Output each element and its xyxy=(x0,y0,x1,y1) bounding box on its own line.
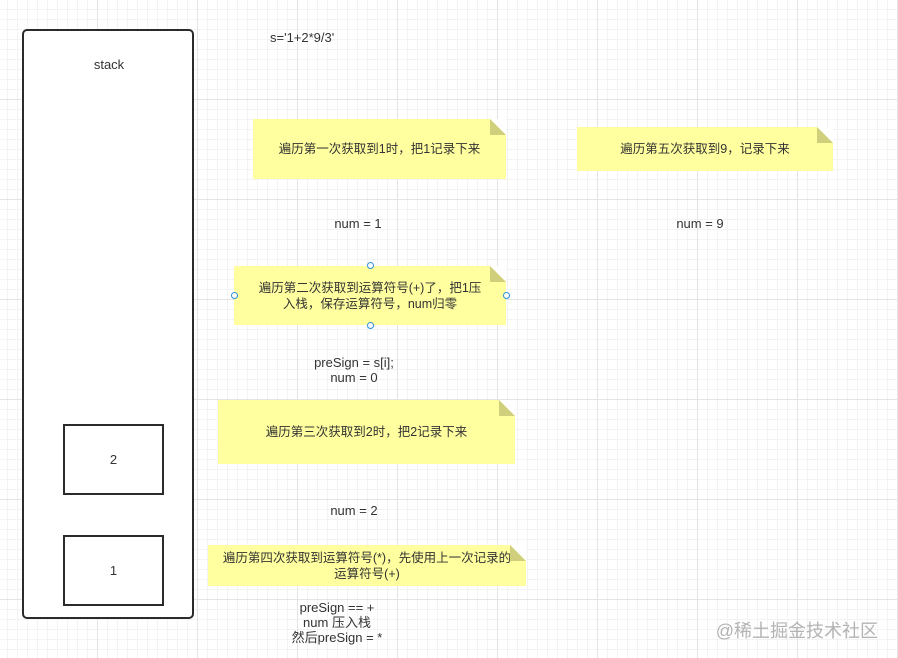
stack-cell-top[interactable]: 2 xyxy=(63,424,164,495)
label-push-step: preSign == + num 压入栈 然后preSign = * xyxy=(291,600,383,645)
expression-text: s='1+2*9/3' xyxy=(270,30,335,45)
note-fold-corner xyxy=(817,127,833,143)
note-fold-corner xyxy=(510,545,526,561)
selection-handle-top[interactable] xyxy=(367,262,374,269)
note-step-1-text: 遍历第一次获取到1时，把1记录下来 xyxy=(278,142,481,156)
note-step-5-text: 遍历第五次获取到9，记录下来 xyxy=(620,142,790,156)
note-step-1[interactable]: 遍历第一次获取到1时，把1记录下来 xyxy=(253,119,506,179)
selection-handle-right[interactable] xyxy=(503,292,510,299)
stack-title: stack xyxy=(93,57,125,72)
note-fold-corner xyxy=(499,400,515,416)
stack-container[interactable] xyxy=(22,29,194,619)
note-step-4[interactable]: 遍历第四次获取到运算符号(*)，先使用上一次记录的运算符号(+) xyxy=(208,545,526,586)
label-presign-step: preSign = s[i]; num = 0 xyxy=(314,355,394,385)
note-step-3-text: 遍历第三次获取到2时，把2记录下来 xyxy=(265,425,468,439)
watermark: @稀土掘金技术社区 xyxy=(715,621,878,641)
note-fold-corner xyxy=(490,119,506,135)
note-step-2-text: 遍历第二次获取到运算符号(+)了，把1压入栈，保存运算符号，num归零 xyxy=(258,280,482,311)
note-step-4-text: 遍历第四次获取到运算符号(*)，先使用上一次记录的运算符号(+) xyxy=(222,550,512,581)
note-step-2[interactable]: 遍历第二次获取到运算符号(+)了，把1压入栈，保存运算符号，num归零 xyxy=(234,266,506,325)
label-num-2: num = 2 xyxy=(330,503,378,518)
note-step-3[interactable]: 遍历第三次获取到2时，把2记录下来 xyxy=(218,400,515,464)
note-step-5[interactable]: 遍历第五次获取到9，记录下来 xyxy=(577,127,833,171)
stack-cell-bottom[interactable]: 1 xyxy=(63,535,164,606)
label-num-1: num = 1 xyxy=(334,216,382,231)
label-num-9: num = 9 xyxy=(676,216,724,231)
selection-handle-left[interactable] xyxy=(231,292,238,299)
selection-handle-bottom[interactable] xyxy=(367,322,374,329)
note-fold-corner xyxy=(490,266,506,282)
